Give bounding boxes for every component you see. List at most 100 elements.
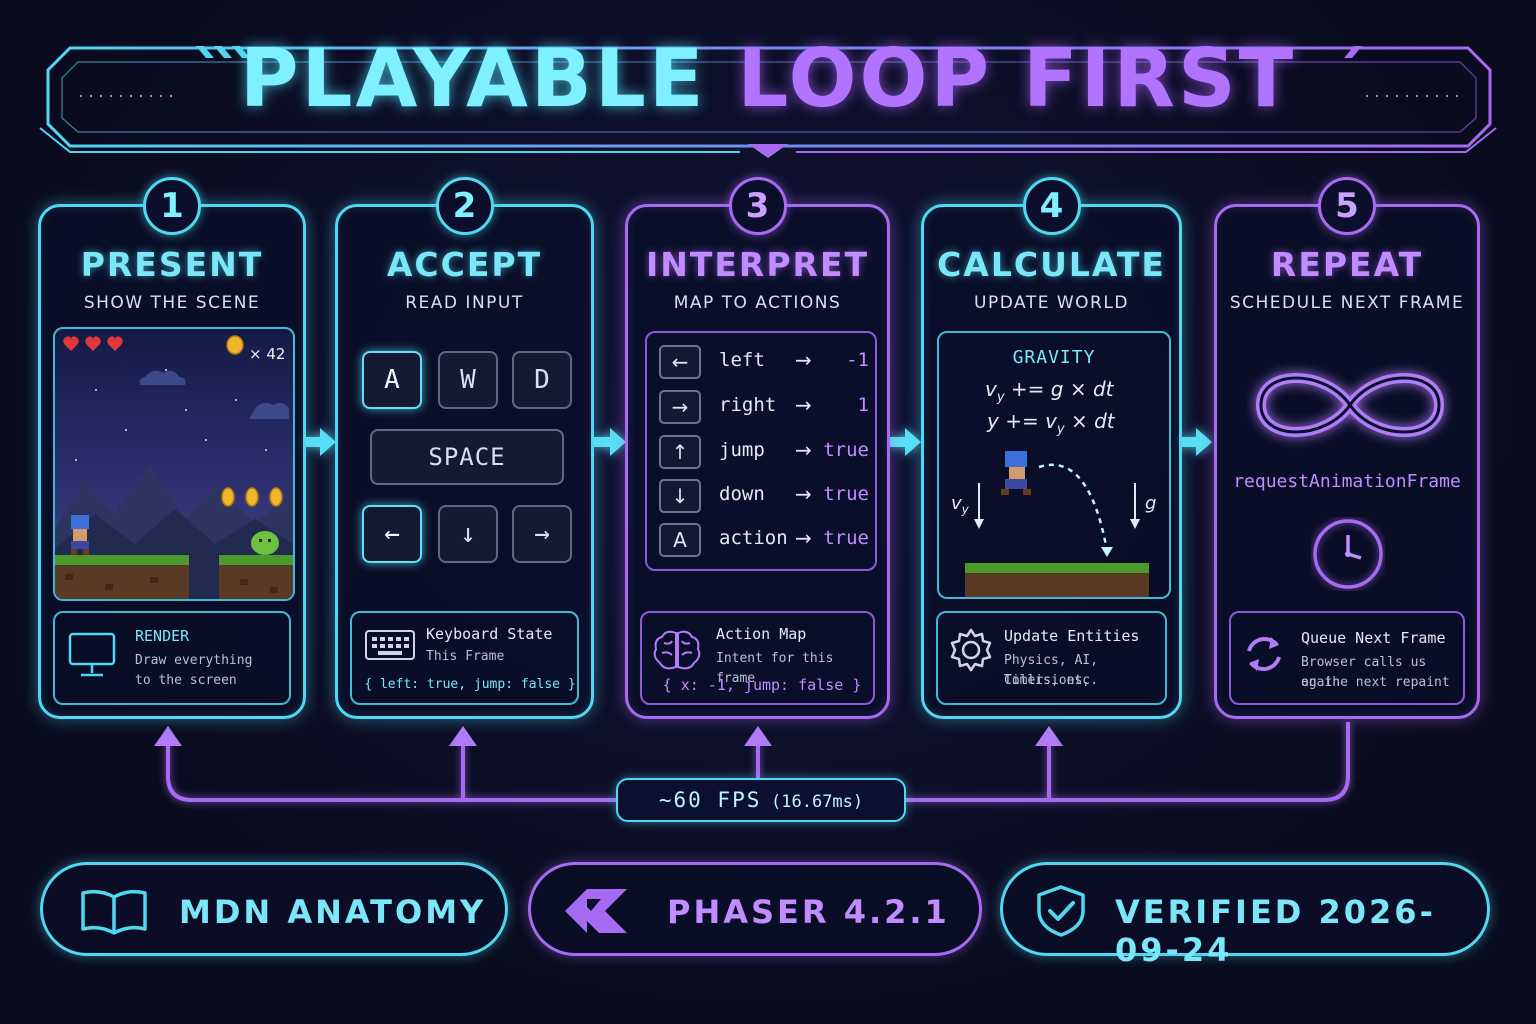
keyboard-state-footer: Keyboard State This Frame { left: true, … xyxy=(350,611,579,705)
heart-icon xyxy=(63,336,123,351)
step-subtitle: MAP TO ACTIONS xyxy=(673,293,842,313)
key-down-arrow: ↓ xyxy=(438,505,498,563)
action-mapping-table: ← left → -1 → right → 1 ↑ jump → true ↓ … xyxy=(645,331,877,571)
fps-frame-time: (16.67ms) xyxy=(771,792,864,812)
action-row-left: ← left → -1 xyxy=(659,343,869,381)
footer-title: RENDER xyxy=(135,627,190,645)
action-row-jump: ↑ jump → true xyxy=(659,433,869,471)
maps-to-arrow: → xyxy=(795,348,812,372)
badge-label: VERIFIED 2026-09-24 xyxy=(1115,893,1436,969)
key-d: D xyxy=(512,351,572,409)
step-title: ACCEPT xyxy=(386,245,543,284)
coin-icon xyxy=(226,335,244,355)
step-number: 1 xyxy=(143,177,201,235)
maps-to-arrow: → xyxy=(795,482,812,506)
badge-label: MDN ANATOMY xyxy=(179,893,487,931)
title-frame xyxy=(39,46,1497,158)
maps-to-arrow: → xyxy=(795,438,812,462)
step-subtitle: SCHEDULE NEXT FRAME xyxy=(1229,293,1465,313)
action-name: action xyxy=(719,527,788,549)
step-number: 4 xyxy=(1022,177,1081,235)
step-subtitle: UPDATE WORLD xyxy=(974,293,1129,313)
action-key: ↓ xyxy=(659,479,701,513)
book-icon xyxy=(81,889,147,935)
flow-arrow-1 xyxy=(304,428,336,456)
key-right-arrow: → xyxy=(512,505,572,563)
refresh-icon xyxy=(1247,637,1281,671)
action-key: ↑ xyxy=(659,435,701,469)
title-loop-first: LOOP FIRST xyxy=(737,32,1297,125)
step-title: PRESENT xyxy=(80,245,264,284)
gear-icon xyxy=(950,628,992,672)
velocity-label: vy xyxy=(951,493,969,517)
footer-title: Update Entities xyxy=(1004,627,1140,645)
footer-line2: Timers, etc. xyxy=(1004,673,1098,688)
footer-line1: Draw everything xyxy=(135,653,253,668)
request-animation-frame-label: requestAnimationFrame xyxy=(1233,471,1461,492)
flow-arrow-4 xyxy=(1180,428,1212,456)
key-a: A xyxy=(362,351,422,409)
hero-sprite xyxy=(1001,451,1031,495)
title-playable: PLAYABLE xyxy=(239,32,707,125)
velocity-equation: vy += g × dt xyxy=(985,377,1114,405)
game-scene: × 42 xyxy=(53,327,295,601)
action-key: → xyxy=(659,390,701,424)
update-entities-footer: Update Entities Physics, AI, Collisions,… xyxy=(936,611,1167,705)
footer-line1: Browser calls us again xyxy=(1301,655,1427,690)
step-card-repeat: 5 REPEAT SCHEDULE NEXT FRAME requestAnim… xyxy=(1214,177,1480,719)
action-value: 1 xyxy=(857,394,869,416)
queue-next-frame-footer: Queue Next Frame Browser calls us again … xyxy=(1229,611,1465,705)
render-footer: RENDER Draw everything to the screen xyxy=(53,611,291,705)
key-w: W xyxy=(438,351,498,409)
action-value: true xyxy=(823,439,869,461)
action-value: true xyxy=(823,483,869,505)
fps-badge: ~60 FPS (16.67ms) xyxy=(616,778,906,822)
keyboard-icon xyxy=(365,630,415,660)
action-name: jump xyxy=(719,439,765,461)
step-card-interpret: 3 INTERPRET MAP TO ACTIONS ← left → -1 →… xyxy=(625,177,890,719)
coin-count: × 42 xyxy=(249,345,286,363)
action-row-action: A action → true xyxy=(659,521,869,559)
action-value: true xyxy=(823,527,869,549)
step-title: CALCULATE xyxy=(937,245,1166,284)
footer-line1: Intent for this frame xyxy=(716,651,834,686)
mdn-anatomy-badge: MDN ANATOMY xyxy=(40,862,508,956)
physics-panel: GRAVITY vy += g × dt y += vy × dt xyxy=(937,331,1171,599)
step-title: REPEAT xyxy=(1270,245,1424,284)
brain-icon xyxy=(653,630,701,670)
key-space: SPACE xyxy=(370,429,564,485)
step-title: INTERPRET xyxy=(645,245,869,284)
footer-line1: Physics, AI, Collisions, xyxy=(1004,653,1098,688)
jump-trajectory xyxy=(965,451,1149,597)
footer-title: Action Map xyxy=(716,625,807,643)
flow-arrow-3 xyxy=(889,428,921,456)
action-name: down xyxy=(719,483,765,505)
step-subtitle: READ INPUT xyxy=(405,293,524,313)
step-number: 5 xyxy=(1318,177,1376,235)
badge-label: PHASER 4.2.1 xyxy=(667,893,950,931)
game-scene-art xyxy=(55,335,293,599)
keyboard-state-code: { left: true, jump: false } xyxy=(364,677,576,692)
action-map-code: { x: -1, jump: false } xyxy=(662,676,862,694)
action-row-right: → right → 1 xyxy=(659,388,869,426)
fps-value: ~60 FPS xyxy=(658,788,762,812)
action-value: -1 xyxy=(846,349,869,371)
gravity-symbol: g xyxy=(1145,493,1157,514)
action-name: left xyxy=(719,349,765,371)
maps-to-arrow: → xyxy=(795,393,812,417)
footer-line2: to the screen xyxy=(135,673,237,688)
footer-line2: on the next repaint xyxy=(1301,675,1450,690)
flow-arrow-2 xyxy=(594,428,626,456)
step-card-present: 1 PRESENT SHOW THE SCENE xyxy=(38,177,306,719)
step-number: 2 xyxy=(435,177,494,235)
timer-icon xyxy=(1313,519,1383,589)
action-key: A xyxy=(659,523,701,557)
key-left-arrow: ← xyxy=(362,505,422,563)
step-subtitle: SHOW THE SCENE xyxy=(83,293,261,313)
action-row-down: ↓ down → true xyxy=(659,477,869,515)
footer-title: Keyboard State xyxy=(426,625,553,643)
gravity-label: GRAVITY xyxy=(1012,347,1096,368)
verified-date-badge: VERIFIED 2026-09-24 xyxy=(1000,862,1490,969)
